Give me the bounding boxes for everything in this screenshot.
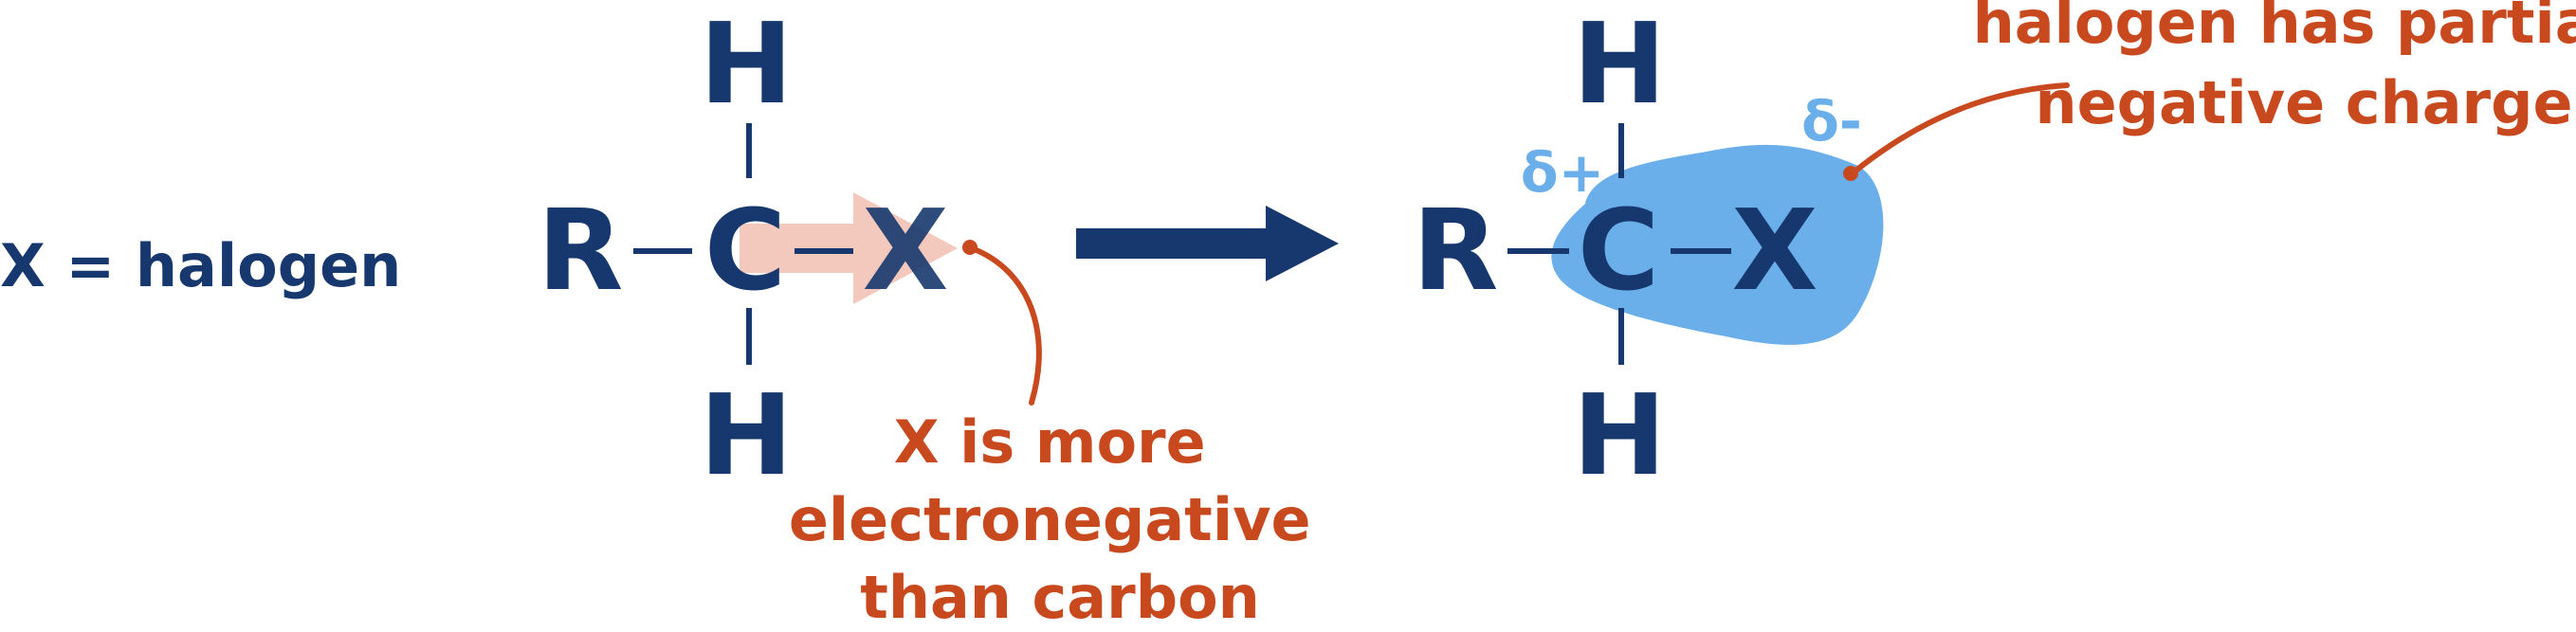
atom-r: R <box>538 185 624 316</box>
atom-h-bottom-right: H <box>1573 370 1667 500</box>
electronegative-line-1: X is more <box>894 407 1206 477</box>
electronegative-line-3: than carbon <box>860 563 1260 627</box>
partial-charge-leader-dot <box>1843 166 1858 181</box>
electronegative-line-2: electronegative <box>789 485 1311 554</box>
atom-x: X <box>863 185 949 316</box>
atom-r-right: R <box>1413 185 1499 316</box>
reaction-arrow <box>1076 206 1339 281</box>
partial-charge-line-1: halogen has partial <box>1973 0 2576 57</box>
atom-x-right: X <box>1732 185 1818 316</box>
electron-density-cloud <box>1551 144 1884 345</box>
left-molecule: R C X H H <box>538 0 958 500</box>
atom-h-top: H <box>700 0 794 129</box>
atom-c-right: C <box>1578 185 1660 316</box>
partial-charge-leader-line <box>1851 82 2070 175</box>
electronegative-leader-line <box>969 245 1042 406</box>
atom-h-bottom: H <box>700 370 794 500</box>
partial-charge-annotation: halogen has partial negative charge <box>1973 0 2576 137</box>
atom-h-top-right: H <box>1573 0 1667 129</box>
definition-label: X = halogen <box>0 231 401 300</box>
right-molecule: R C X H H δ+ δ- <box>1413 0 1884 500</box>
atom-c: C <box>704 185 787 316</box>
partial-charge-line-2: negative charge <box>2035 68 2572 137</box>
delta-minus-label: δ- <box>1801 89 1862 153</box>
electronegative-leader-dot <box>962 240 977 255</box>
delta-plus-label: δ+ <box>1521 140 1604 205</box>
electronegative-annotation: X is more electronegative than carbon <box>789 407 1331 627</box>
